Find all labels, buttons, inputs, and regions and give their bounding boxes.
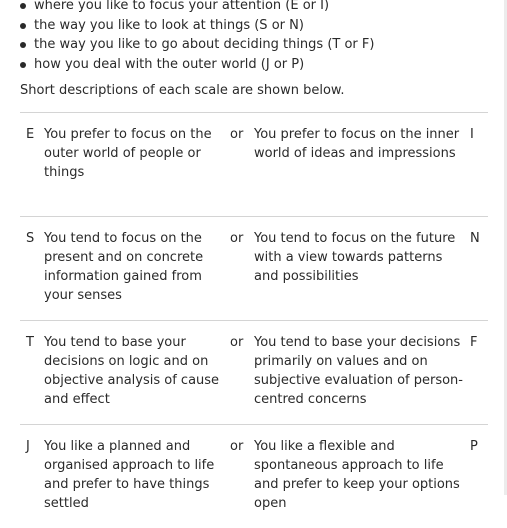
bullet-item: the way you like to go about deciding th… — [20, 35, 494, 55]
or-separator: or — [230, 231, 244, 246]
left-letter: J — [26, 439, 30, 454]
left-description: You tend to focus on the present and on … — [44, 231, 204, 303]
right-description: You like a flexible and spontaneous appr… — [254, 439, 460, 511]
scale-row-e-i: E You prefer to focus on the outer world… — [20, 112, 488, 216]
or-separator: or — [230, 439, 244, 454]
scales-table: E You prefer to focus on the outer world… — [20, 112, 488, 528]
left-letter: S — [26, 231, 35, 246]
intro-text: Short descriptions of each scale are sho… — [20, 83, 345, 98]
right-letter: P — [470, 439, 478, 454]
scale-row-t-f: T You tend to base your decisions on log… — [20, 320, 488, 424]
left-description: You like a planned and organised approac… — [44, 439, 215, 511]
left-letter: T — [26, 335, 34, 350]
bullet-item: how you deal with the outer world (J or … — [20, 55, 494, 75]
or-separator: or — [230, 335, 244, 350]
page-edge — [504, 0, 507, 495]
right-description: You tend to focus on the future with a v… — [254, 231, 456, 284]
scale-row-s-n: S You tend to focus on the present and o… — [20, 216, 488, 320]
or-separator: or — [230, 127, 244, 142]
bullet-item: where you like to focus your attention (… — [20, 0, 494, 16]
right-letter: F — [470, 335, 478, 350]
bullet-item: the way you like to look at things (S or… — [20, 16, 494, 36]
document-page: where you like to focus your attention (… — [20, 0, 507, 511]
left-description: You prefer to focus on the outer world o… — [44, 127, 212, 180]
focus-bullet-list: where you like to focus your attention (… — [20, 0, 494, 75]
scale-row-j-p: J You like a planned and organised appro… — [20, 424, 488, 528]
right-description: You tend to base your decisions primaril… — [254, 335, 463, 407]
right-description: You prefer to focus on the inner world o… — [254, 127, 460, 161]
left-letter: E — [26, 127, 35, 142]
left-description: You tend to base your decisions on logic… — [44, 335, 220, 407]
right-letter: I — [470, 127, 474, 142]
right-letter: N — [470, 231, 480, 246]
